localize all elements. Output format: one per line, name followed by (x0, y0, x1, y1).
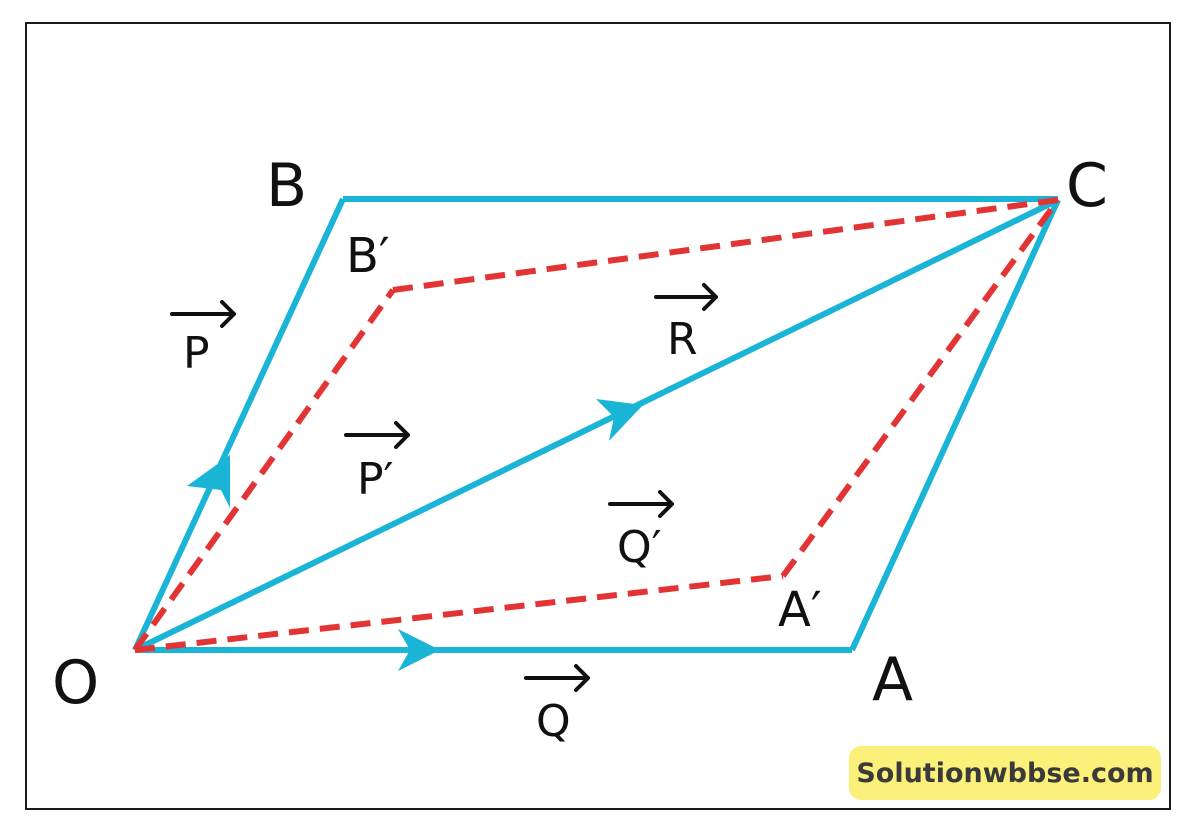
diagonal-OC (133, 197, 1060, 653)
vector-label-Q: Q (536, 696, 571, 747)
arrowhead-OB (187, 455, 230, 508)
point-label-O: O (52, 648, 99, 718)
watermark-badge: Solutionwbbse.com (849, 746, 1161, 800)
diagram-frame (25, 22, 1171, 810)
dashed-B-prime-C (392, 197, 1059, 293)
point-label-A: A (872, 645, 913, 715)
side-OB (132, 197, 346, 652)
vector-label-R: R (667, 314, 698, 365)
arrowhead-OC (596, 399, 643, 441)
vector-label-Q-prime: Q′ (617, 522, 662, 573)
side-AC (849, 198, 1061, 652)
point-label-B: B (266, 151, 307, 221)
arrowhead-OA (398, 629, 440, 671)
vector-label-P: P (183, 328, 210, 379)
vector-arrow-P (170, 300, 236, 328)
vector-arrow-Q-prime (608, 490, 674, 518)
dashed-OB-prime (132, 288, 396, 652)
vector-arrow-R (654, 283, 718, 311)
point-label-A-prime: A′ (778, 582, 822, 638)
point-label-C: C (1066, 151, 1108, 221)
vector-arrow-P-prime (344, 421, 410, 449)
point-label-B-prime: B′ (346, 228, 390, 284)
dashed-A-prime-C (780, 198, 1061, 578)
dashed-OA-prime (134, 573, 784, 653)
vector-arrow-Q (524, 664, 590, 692)
vector-label-P-prime: P′ (357, 454, 394, 505)
